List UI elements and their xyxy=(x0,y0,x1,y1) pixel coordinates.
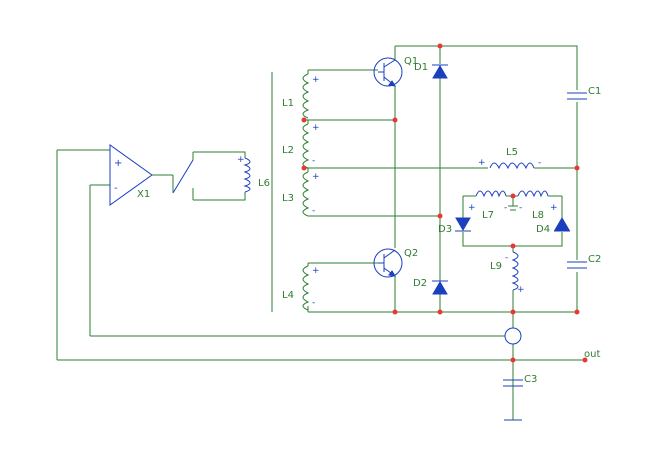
l7-plus: + xyxy=(468,203,476,213)
c1-label: C1 xyxy=(588,86,601,97)
d1-label: D1 xyxy=(414,62,428,73)
l8-label: L8 xyxy=(532,210,544,221)
l2-minus: - xyxy=(312,156,315,166)
wires xyxy=(56,45,585,420)
l8-minus: - xyxy=(519,203,522,213)
inductor-l8: L8 - + xyxy=(517,190,558,221)
l5-plus: + xyxy=(478,158,486,168)
l4-label: L4 xyxy=(282,290,294,301)
inductor-l1: L1 + xyxy=(282,70,320,119)
transistor-q2: Q2 xyxy=(373,248,418,278)
opamp-x1: + - X1 xyxy=(109,144,153,206)
current-probe xyxy=(504,327,522,345)
l9-plus: + xyxy=(517,285,525,295)
d3-label: D3 xyxy=(438,224,452,235)
l9-minus: - xyxy=(505,253,508,263)
q1-label: Q1 xyxy=(404,56,418,67)
l6-plus: + xyxy=(237,155,245,165)
l9-label: L9 xyxy=(490,261,502,272)
l3-plus: + xyxy=(312,172,320,182)
l3-minus: - xyxy=(312,206,315,216)
l1-plus: + xyxy=(312,75,320,85)
l5-minus: - xyxy=(538,158,541,168)
c3-label: C3 xyxy=(524,374,537,385)
l2-plus: + xyxy=(312,123,320,133)
capacitor-c1: C1 xyxy=(567,86,601,100)
switch xyxy=(172,152,194,200)
l8-plus: + xyxy=(550,203,558,213)
inductor-l4: L4 + - xyxy=(282,263,320,311)
diode-d2: D2 xyxy=(413,278,448,295)
l3-label: L3 xyxy=(282,193,294,204)
l2-label: L2 xyxy=(282,145,294,156)
diode-d3: D3 xyxy=(438,217,471,235)
inductor-l7: L7 + - xyxy=(468,190,507,221)
inductor-l6: L6 + xyxy=(237,155,270,193)
out-label: out xyxy=(584,349,600,360)
capacitor-c2: C2 xyxy=(567,254,601,269)
l1-label: L1 xyxy=(282,98,294,109)
junction-dots xyxy=(301,43,588,363)
x1-minus: - xyxy=(114,183,118,194)
inductor-l5: L5 + - xyxy=(478,147,541,170)
l4-minus: - xyxy=(312,298,315,308)
l7-minus: - xyxy=(504,203,507,213)
inductor-l9: L9 - + xyxy=(490,251,525,295)
diode-d1: D1 xyxy=(414,62,448,79)
c2-label: C2 xyxy=(588,254,601,265)
inductor-l2: L2 + - xyxy=(282,119,320,169)
diode-d4: D4 xyxy=(536,217,570,235)
x1-label: X1 xyxy=(137,189,150,200)
l4-plus: + xyxy=(312,266,320,276)
q2-label: Q2 xyxy=(404,248,418,259)
transistor-q1: Q1 xyxy=(373,56,418,87)
capacitor-c3: C3 xyxy=(503,374,537,387)
l7-label: L7 xyxy=(482,210,494,221)
d4-label: D4 xyxy=(536,224,550,235)
d2-label: D2 xyxy=(413,278,427,289)
l6-label: L6 xyxy=(258,178,270,189)
x1-plus: + xyxy=(114,158,122,169)
l5-label: L5 xyxy=(506,147,518,158)
inductor-l3: L3 + - xyxy=(282,168,320,217)
